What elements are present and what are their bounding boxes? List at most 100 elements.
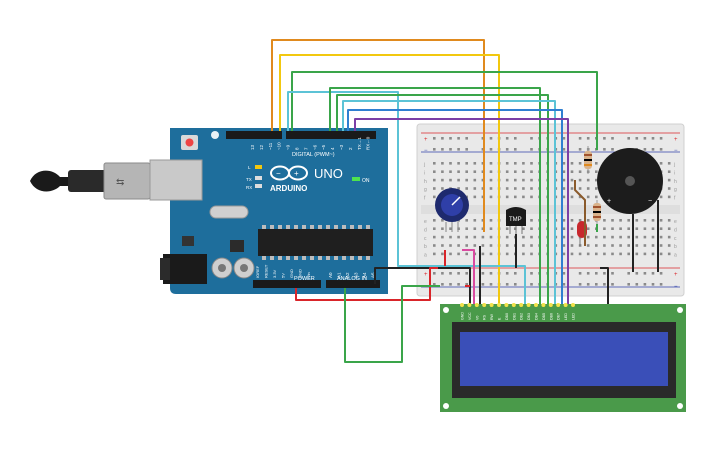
row-label: c <box>424 236 427 242</box>
lcd-pin <box>563 303 568 307</box>
power-pin-label: GND <box>298 269 303 278</box>
lcd-pin-label: DB5 <box>542 313 546 320</box>
rx-label: RX <box>246 185 252 190</box>
power-pin-label: 3.3V <box>272 269 277 278</box>
digital-pin-label: TX→1 <box>357 137 362 150</box>
analog-label: ANALOG IN <box>337 276 367 282</box>
lcd-pin-label: DB2 <box>520 313 524 320</box>
lcd-pin-label: DB1 <box>512 313 516 320</box>
piezo-buzzer: + − <box>597 148 663 214</box>
brand-label: ARDUINO <box>270 184 307 193</box>
digital-pin-label: 12 <box>259 144 264 150</box>
lcd-pin <box>511 303 516 307</box>
lcd-pin <box>541 303 546 307</box>
digital-label: DIGITAL (PWM~) <box>292 152 335 158</box>
digital-pin-label: RX←0 <box>366 136 371 150</box>
lcd-pin-label: LED <box>572 313 576 320</box>
wire-blue <box>347 109 563 305</box>
row-label: c <box>674 236 677 242</box>
analog-pin-label: A0 <box>328 272 333 278</box>
lcd-pin-label: DB4 <box>535 313 539 320</box>
power-pin-label: IOREF <box>255 265 260 278</box>
reset-button-cap[interactable] <box>185 138 194 147</box>
lcd-pin <box>571 303 575 307</box>
wire-green-2 <box>329 87 541 305</box>
wire-black-3 <box>600 267 609 305</box>
analog-pin-label: A1 <box>337 272 342 278</box>
potentiometer[interactable] <box>435 188 469 232</box>
lcd-pin-label: GND <box>461 312 465 320</box>
row-label: g <box>424 187 427 193</box>
lcd-pin-label: E <box>498 317 502 320</box>
lcd-pin-label: RS <box>483 314 487 320</box>
row-label: f <box>674 196 676 202</box>
row-label: b <box>674 244 677 250</box>
row-label: j <box>673 162 675 168</box>
resistor-bottom <box>593 200 601 224</box>
svg-text:−: − <box>276 169 281 178</box>
lcd-pin <box>526 303 531 307</box>
digital-pin-label: ~10 <box>277 142 282 150</box>
row-label: h <box>674 179 677 185</box>
lcd-pin <box>556 303 561 307</box>
row-label: j <box>423 162 425 168</box>
lcd-pin-label: RW <box>490 313 494 320</box>
plus-rail-label: + <box>424 137 428 143</box>
minus-rail-label: − <box>674 284 678 290</box>
digital-pin-label: ~11 <box>268 142 273 150</box>
analog-pin-label: A4 <box>362 272 367 278</box>
temperature-sensor: TMP <box>506 207 526 234</box>
lcd-pin-label: VCC <box>468 312 472 320</box>
tx-label: TX <box>246 177 252 182</box>
wire-green-analog <box>344 285 440 363</box>
analog-pin-label: A3 <box>354 272 359 278</box>
crystal-oscillator <box>209 205 249 219</box>
analog-header <box>326 280 380 288</box>
digital-pin-label: 2 <box>348 147 353 150</box>
lcd-pin <box>548 303 553 307</box>
lcd-pin <box>460 303 464 307</box>
wire-cyan-2 <box>342 100 556 305</box>
row-label: a <box>674 253 677 259</box>
lcd-screen <box>460 332 668 386</box>
power-pin-label: GND <box>289 269 294 278</box>
lcd-pin-label: LED <box>564 313 568 320</box>
wires <box>271 39 659 363</box>
wire-yellow <box>279 54 500 305</box>
row-label: e <box>424 219 427 225</box>
wire-red-power <box>295 267 438 301</box>
svg-text:+: + <box>294 169 299 178</box>
power-pin-label: 5V <box>281 273 286 278</box>
lcd-pin-label: DB3 <box>527 313 531 320</box>
resistor-top <box>584 146 592 174</box>
lcd-pin <box>504 303 509 307</box>
digital-pin-label: 13 <box>250 144 255 150</box>
wire-green-long <box>291 71 598 150</box>
row-label: d <box>674 227 677 233</box>
digital-pin-label: ~6 <box>312 144 317 150</box>
buzzer-minus-label: − <box>648 198 652 205</box>
l-label: L <box>248 165 251 170</box>
row-label: e <box>674 219 677 225</box>
row-label: b <box>424 244 427 250</box>
plus-rail-label: + <box>674 137 678 143</box>
digital-pin-label: 4 <box>330 147 335 150</box>
atmega-chip <box>258 229 373 256</box>
power-label: POWER <box>294 276 315 282</box>
power-jack <box>163 254 207 284</box>
digital-pin-label: ~9 <box>286 144 291 150</box>
wire-purple <box>354 118 569 305</box>
row-label: g <box>674 187 677 193</box>
plus-rail-label: + <box>674 272 678 278</box>
power-header <box>253 280 321 288</box>
wire-cyan <box>287 91 526 305</box>
lcd-pin <box>467 303 472 307</box>
lcd-pin <box>519 303 524 307</box>
row-label: h <box>424 179 427 185</box>
wire-green-3 <box>336 94 549 305</box>
power-pin-label: Vin <box>306 272 311 278</box>
